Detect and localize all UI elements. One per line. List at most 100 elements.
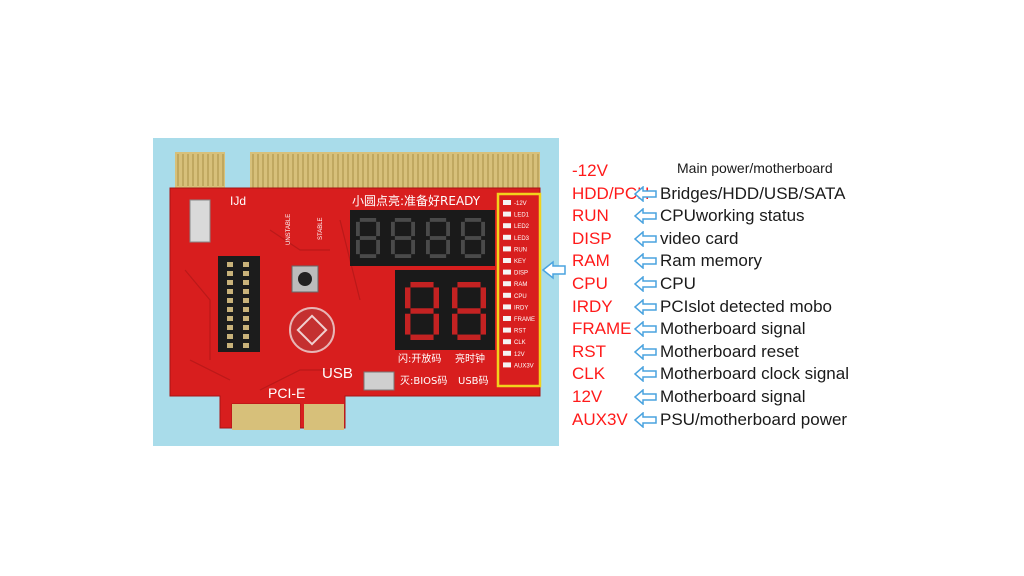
signal-label: 12V — [572, 387, 603, 406]
led-label: -12V — [514, 201, 527, 207]
pin — [243, 298, 249, 303]
led-label: LED1 — [514, 213, 530, 219]
pointer-arrow-icon — [541, 260, 566, 280]
led-indicator — [503, 327, 511, 333]
signal-description: Bridges/HDD/USB/SATA — [660, 183, 846, 203]
board-corner-label: IJd — [230, 194, 246, 208]
pin — [227, 280, 233, 285]
display-segment — [461, 221, 465, 237]
signal-description: CPU — [660, 274, 696, 293]
chip-logo-mark — [296, 314, 328, 346]
display-segment — [411, 221, 415, 237]
display-segment — [429, 236, 447, 240]
signal-label: RST — [572, 341, 606, 361]
led-indicator — [503, 234, 511, 240]
board-bottom-text-1: 闪:开放码 — [398, 352, 441, 365]
left-arrow-icon — [634, 343, 657, 360]
signal-description: Motherboard clock signal — [660, 364, 849, 384]
led-label: RUN — [514, 247, 527, 253]
reset-button-cap — [298, 272, 312, 286]
display-segment — [464, 236, 482, 240]
display-segment — [359, 236, 377, 240]
led-indicator — [503, 339, 511, 345]
led-label: DISP — [514, 271, 528, 277]
display-segment — [429, 254, 447, 258]
signal-label: CLK — [572, 364, 606, 384]
header-title: Main power/motherboard — [677, 160, 833, 176]
display-segment — [405, 313, 411, 335]
left-arrow-icon — [634, 411, 657, 428]
signal-label: AUX3V — [572, 409, 628, 429]
signal-label: RAM — [572, 251, 610, 271]
signal-description: Ram memory — [660, 251, 763, 271]
pin — [243, 334, 249, 339]
led-indicator — [503, 200, 511, 205]
micro-usb-port — [363, 371, 395, 391]
display-segment — [433, 313, 439, 335]
display-segment — [391, 221, 395, 237]
pin — [227, 271, 233, 276]
led-column-highlight — [496, 192, 542, 388]
left-arrow-icon — [634, 276, 657, 292]
signal-label: RUN — [572, 206, 609, 226]
led-indicator — [503, 258, 511, 263]
board-stable-label: STABLE — [318, 217, 324, 240]
signal-description: CPUworking status — [660, 206, 805, 226]
led-label: AUX3V — [514, 363, 534, 369]
pin — [227, 325, 233, 330]
pin — [227, 316, 233, 321]
led-indicator — [503, 269, 511, 275]
pin-header-pins — [227, 262, 249, 348]
signal-label: DISP — [572, 228, 612, 248]
display-segment — [429, 218, 447, 222]
led-label: CLK — [514, 340, 526, 346]
led-indicator — [503, 362, 511, 368]
display-segment — [391, 239, 395, 255]
pin — [227, 334, 233, 339]
led-indicator — [503, 223, 511, 229]
pin — [227, 307, 233, 312]
display-segment — [426, 239, 430, 255]
left-arrow-icon — [634, 298, 657, 315]
left-arrow-icon — [634, 208, 657, 225]
display-segment — [356, 239, 360, 255]
led-label: IRDY — [514, 305, 528, 311]
signal-description: Motherboard reset — [660, 341, 799, 361]
signal-description: video card — [660, 228, 739, 248]
left-arrow-icon — [634, 230, 657, 247]
signal-description: PSU/motherboard power — [660, 409, 848, 429]
pin — [227, 298, 233, 303]
left-arrow-icon — [634, 321, 657, 338]
display-segment — [464, 254, 482, 258]
display-segment — [457, 334, 481, 340]
display-segment — [359, 254, 377, 258]
led-label: KEY — [514, 259, 526, 265]
display-segment — [410, 282, 434, 288]
led-indicator — [503, 304, 511, 310]
display-segment — [394, 218, 412, 222]
pin — [243, 316, 249, 321]
left-arrow-icon — [634, 253, 657, 270]
display-segment — [481, 221, 485, 237]
led-column: -12VLED1LED2LED3RUNKEYDISPRAMCPUIRDYFRAM… — [503, 200, 535, 369]
signal-label: CPU — [572, 274, 608, 293]
display-segment — [376, 221, 380, 237]
board-banner-text: 小圆点亮:准备好READY — [352, 193, 481, 208]
led-label: FRAME — [514, 317, 535, 323]
display-segment — [410, 334, 434, 340]
display-segment — [446, 221, 450, 237]
display-segment — [356, 221, 360, 237]
display-segment — [446, 239, 450, 255]
board-unstable-label: UNSTABLE — [286, 214, 292, 245]
led-label: 12V — [514, 352, 525, 358]
display-segment — [452, 287, 458, 309]
led-indicator — [503, 246, 511, 252]
board-bottom-text-4: USB码 — [458, 375, 489, 387]
pin — [243, 325, 249, 330]
left-arrow-icon — [634, 366, 657, 383]
finger-lines — [177, 154, 539, 190]
display-segment — [481, 239, 485, 255]
left-arrow-icon — [634, 185, 657, 202]
